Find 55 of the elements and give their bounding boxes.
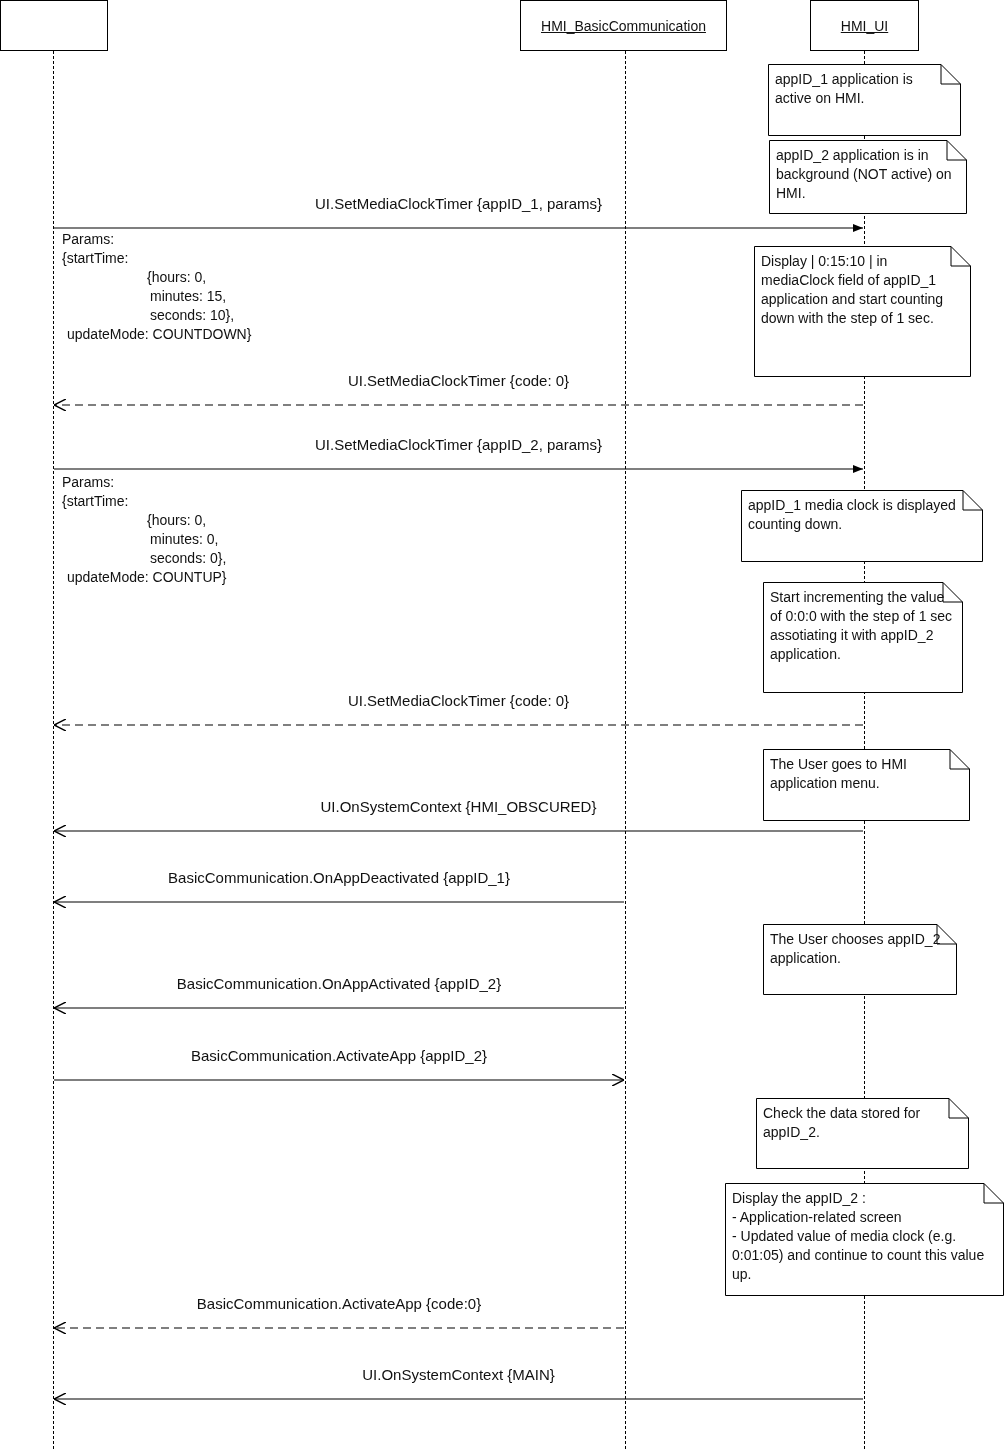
note-box	[763, 749, 970, 821]
dashed-return-arrow	[53, 398, 864, 412]
message-label: BasicCommunication.OnAppActivated {appID_2}	[174, 975, 504, 993]
parameter-text: Params:	[62, 230, 115, 248]
message-label: BasicCommunication.ActivateApp {code:0}	[194, 1295, 484, 1313]
dashed-return-arrow	[53, 1321, 625, 1335]
message-label: BasicCommunication.ActivateApp {appID_2}	[189, 1047, 489, 1065]
parameter-text: {hours: 0,	[147, 268, 207, 286]
parameter-text: updateMode: COUNTDOWN}	[67, 325, 252, 343]
message-label: UI.OnSystemContext {MAIN}	[360, 1366, 557, 1384]
message-label: BasicCommunication.OnAppDeactivated {appID_1}	[166, 869, 512, 887]
parameter-text: {startTime:	[62, 249, 129, 267]
lifeline	[625, 51, 626, 1449]
parameter-text: seconds: 10},	[150, 306, 235, 324]
message-arrow	[53, 224, 864, 232]
message-arrow	[53, 1392, 864, 1406]
parameter-text: {startTime:	[62, 492, 129, 510]
message-label: UI.OnSystemContext {HMI_OBSCURED}	[318, 798, 599, 816]
note-text: The User chooses appID_2 application.	[770, 930, 942, 968]
parameter-text: minutes: 0,	[150, 530, 219, 548]
participant-box	[810, 0, 919, 51]
dashed-return-arrow	[53, 718, 864, 732]
participant-name: HMI_BasicCommunication	[541, 17, 706, 34]
parameter-text: minutes: 15,	[150, 287, 227, 305]
message-arrow	[53, 1073, 625, 1087]
message-arrow	[53, 465, 864, 473]
participant-box	[0, 0, 108, 51]
parameter-text: updateMode: COUNTUP}	[67, 568, 227, 586]
parameter-text: {hours: 0,	[147, 511, 207, 529]
note-text: - Application-related screen	[732, 1208, 903, 1227]
participant-box	[520, 0, 727, 51]
note-text: - Updated value of media clock (e.g. 0:01:05) and continue to count this value up.	[732, 1227, 986, 1284]
note-text: Start incrementing the value of 0:0:0 with the step of 1 sec assotiating it with appID_2 application.	[770, 588, 954, 664]
parameter-text: Params:	[62, 473, 115, 491]
note-box	[768, 64, 961, 136]
note-box	[725, 1183, 1004, 1296]
note-text: The User goes to HMI application menu.	[770, 755, 908, 793]
message-arrow	[53, 1001, 625, 1015]
note-text: Display | 0:15:10 | in mediaClock field of appID_1 application and start counting down with the step of 1 sec.	[761, 252, 945, 328]
note-box	[756, 1098, 969, 1169]
note-box	[763, 582, 963, 693]
message-arrow	[53, 824, 864, 838]
note-box	[741, 490, 983, 562]
note-text: appID_2 application is in background (NOT active) on HMI.	[776, 146, 953, 203]
lifeline	[53, 51, 54, 1449]
note-text: Display the appID_2 :	[732, 1189, 867, 1208]
note-box	[754, 246, 971, 377]
participant-name: HMI_UI	[840, 17, 889, 34]
note-box	[763, 924, 957, 995]
note-text: appID_1 media clock is displayed counting down.	[748, 496, 957, 534]
parameter-text: seconds: 0},	[150, 549, 227, 567]
note-box	[769, 140, 967, 214]
note-text: appID_1 application is active on HMI.	[775, 70, 914, 108]
note-text: Check the data stored for appID_2.	[763, 1104, 922, 1142]
message-arrow	[53, 895, 625, 909]
